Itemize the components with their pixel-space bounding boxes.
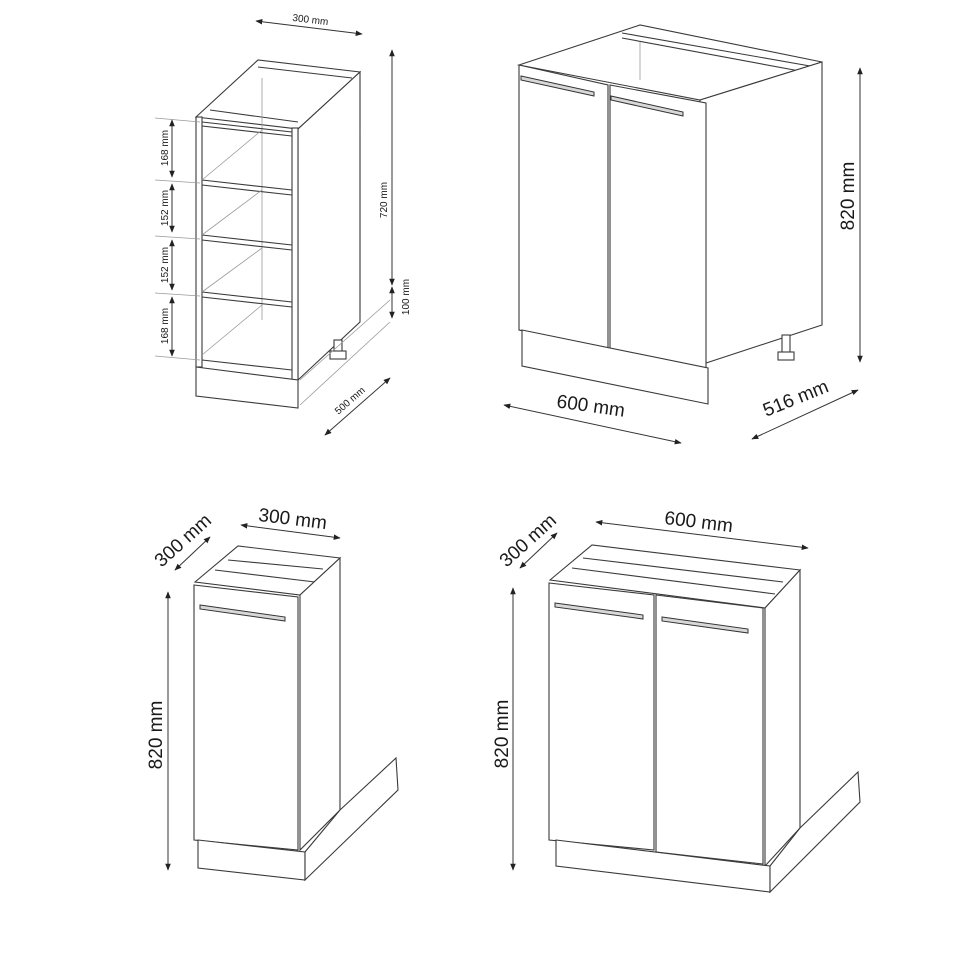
right-door [655, 594, 764, 865]
side-plinth-board [304, 756, 399, 882]
shelves [201, 121, 293, 371]
cabinet-right-side [699, 61, 823, 366]
single-door-cabinet-figure: 300 mm 300 mm 820 mm [146, 505, 399, 882]
dim-width-label: 600 mm [663, 508, 734, 537]
shelf-gap-dimensions: 168 mm 152 mm 152 mm 168 mm [154, 117, 201, 361]
dim-height-label: 820 mm [492, 700, 513, 769]
dim-plinth-height-label: 100 mm [401, 279, 412, 315]
left-door-handle-icon [554, 602, 644, 620]
dim-width-label: 600 mm [555, 391, 626, 421]
dim-height-label: 820 mm [146, 701, 167, 770]
two-door-plinth-cabinet-figure: 600 mm 300 mm 820 mm [492, 508, 861, 894]
open-shelf-cabinet-figure: 300 mm 720 mm 100 mm 500 mm 168 mm 152 m… [154, 13, 412, 436]
plinth [195, 366, 299, 409]
door-handle-icon [199, 604, 286, 622]
left-door [548, 582, 655, 851]
side-plinth-board [769, 770, 861, 894]
dim-body-height-label: 720 mm [379, 182, 390, 218]
door [193, 584, 299, 851]
dim-width-label: 300 mm [257, 505, 328, 534]
left-door-handle-icon [520, 75, 595, 97]
cabinet-right-side [299, 556, 341, 852]
shelf-gap-2-label: 152 mm [160, 190, 171, 226]
dim-width-label: 300 mm [292, 13, 329, 28]
right-door [609, 84, 707, 369]
right-door-handle-icon [661, 616, 749, 634]
shelf-gap-4-label: 168 mm [160, 308, 171, 344]
dim-depth-label: 516 mm [760, 376, 832, 421]
dim-height-label: 820 mm [838, 162, 859, 231]
dim-depth-label: 300 mm [496, 510, 561, 572]
two-door-cabinet-figure: 820 mm 600 mm 516 mm [503, 24, 863, 445]
shelf-gap-1-label: 168 mm [160, 130, 171, 166]
left-door [518, 64, 609, 349]
shelf-gap-3-label: 152 mm [160, 247, 171, 283]
right-door-handle-icon [610, 95, 684, 117]
plinth [521, 329, 709, 405]
cabinet-right-side [764, 568, 801, 868]
